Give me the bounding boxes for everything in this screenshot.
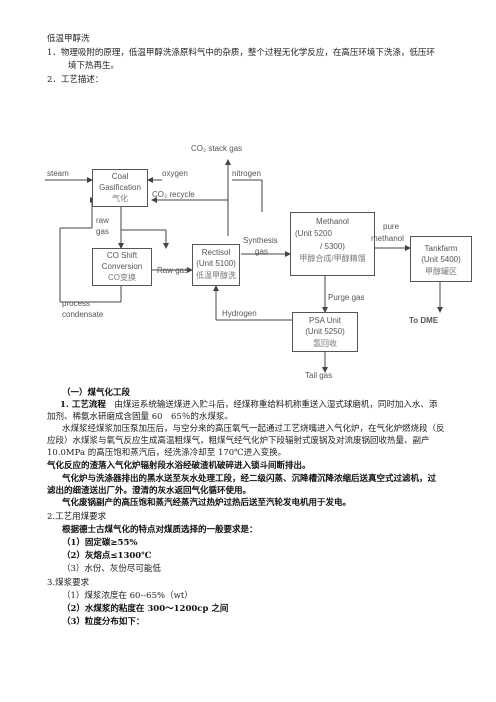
item-1-line-1: 1．物理吸附的原理，低温甲醇洗涤原料气中的杂质，整个过程无化学反应，在高压环境下…: [47, 48, 435, 58]
co-shift-label-3: CO变换: [108, 273, 136, 282]
paragraph-1-line-1: 1. 工艺流程 由煤运系统输送煤进入贮斗后，经煤称重给料机称重送入湿式球磨机，同…: [60, 400, 437, 411]
item-1-line-2: 境下热再生。: [68, 61, 120, 71]
paragraph-4-line-2: 滤出的细渣送出厂外。澄清的灰水返回气化循环使用。: [47, 486, 252, 496]
methanol-label-3: / 5300): [320, 242, 345, 251]
paragraph-1-text: 由煤运系统输送煤进入贮斗后，经煤称重给料机称重送入湿式球磨机，同时加入水、添: [105, 400, 438, 410]
gasification-label-1: Coal: [111, 172, 129, 181]
item-2: 2．工艺描述：: [47, 75, 104, 85]
tankfarm-label-2: (Unit 5400): [421, 255, 461, 264]
pure-methanol-label-2: methanol: [371, 234, 404, 243]
methanol-label-2: (Unit 5200: [295, 229, 332, 238]
methanol-label-4: 甲醇合成/甲醇精馏: [299, 254, 366, 263]
methanol-label-1: Methanol: [316, 217, 349, 226]
page-title: 低温甲醇洗: [47, 34, 90, 44]
co-shift-label-1: CO Shift: [106, 251, 138, 260]
psa-label-1: PSA Unit: [308, 316, 341, 325]
purge-gas-label: Purge gas: [328, 293, 365, 302]
paragraph-1-line-2: 加剂、稀氨水研磨成含固量 60 65％的水煤浆。: [47, 412, 233, 422]
section-3-title: 3.煤浆要求: [47, 578, 90, 588]
psa-label-3: 氢回收: [313, 339, 337, 348]
coal-gasification-box: Coal Gasification 气化: [92, 169, 148, 207]
section-title: （一）煤气化工段: [62, 388, 131, 398]
section-2-item-3: （3）水份、灰份尽可能低: [62, 564, 161, 574]
co2-stack-gas-label: CO₂ stack gas: [191, 144, 243, 153]
paragraph-2-line-2: 应段）水煤浆与氧气反应生成高温粗煤气，粗煤气经气化炉下段辐射式废锅及对流废锅回收…: [47, 436, 430, 446]
paragraph-5: 气化废锅副产的高压饱和蒸汽经蒸汽过热炉过热后送至汽轮发电机用于发电。: [62, 498, 352, 508]
raw-gas-label-1: raw: [96, 216, 109, 225]
synthesis-gas-label-1: Synthesis: [243, 236, 278, 245]
section-3-item-2: （2）水煤浆的粘度在 300～1200cp 之间: [62, 604, 229, 614]
steam-label: steam: [47, 169, 69, 178]
rectisol-box: Rectisol (Unit 5100) 低温甲醇洗: [192, 244, 240, 286]
paragraph-4-line-1: 气化炉与洗涤器排出的黑水送至灰水处理工段，经二级闪蒸、沉降槽沉降浓缩后送真空式过…: [62, 474, 437, 484]
section-3-item-1: （1）煤浆浓度在 60--65%（wt）: [62, 591, 193, 601]
section-2-title: 2.工艺用煤要求: [47, 512, 107, 522]
section-3-item-3: （3）粒度分布如下：: [62, 617, 145, 627]
gasification-label-2: Gasification: [99, 183, 141, 192]
process-flow-heading: 1. 工艺流程: [60, 400, 106, 410]
tankfarm-label-1: Tankfarm: [424, 244, 458, 253]
section-2-intro: 根据德士古煤气化的特点对煤质选择的一般要求是：: [62, 525, 258, 535]
rectisol-label-1: Rectisol: [201, 248, 231, 257]
paragraph-2-line-3: 10.0MPa 的高压饱和蒸汽后，经洗涤冷却至 170℃进入变换。: [47, 448, 287, 458]
process-condensate-label-2: condensate: [62, 310, 104, 319]
co2-recycle-label: CO₂ recycle: [152, 190, 195, 199]
raw-gas-mid-label: Raw gas: [157, 266, 189, 275]
section-2-item-2: （2）灰熔点≤1300℃: [62, 551, 152, 561]
hydrogen-label: Hydrogen: [222, 309, 257, 318]
synthesis-gas-label-2: gas: [255, 247, 268, 256]
psa-unit-box: PSA Unit (Unit 5250) 氢回收: [292, 312, 358, 352]
tankfarm-box: Tankfarm (Unit 5400) 甲醇罐区: [410, 236, 472, 282]
to-dme-label: To DME: [409, 316, 439, 325]
gasification-label-3: 气化: [112, 194, 128, 203]
section-2-item-1: （1）固定碳≥55%: [62, 538, 138, 548]
process-condensate-label-1: process: [62, 299, 91, 308]
tankfarm-label-3: 甲醇罐区: [425, 267, 457, 276]
co-shift-box: CO Shift Conversion CO变换: [92, 248, 152, 286]
co-shift-label-2: Conversion: [101, 262, 143, 271]
rectisol-label-2: (Unit 5100): [196, 259, 236, 268]
nitrogen-label: nitrogen: [232, 169, 261, 178]
raw-gas-label-2: gas: [96, 227, 109, 236]
pure-methanol-label-1: pure: [383, 222, 400, 231]
oxygen-label: oxygen: [162, 169, 188, 178]
paragraph-2-line-1: 水煤浆经煤浆加压泵加压后，与空分来的高压氧气一起通过工艺烧嘴进入气化炉，在气化炉…: [62, 424, 445, 434]
tail-gas-label: Tail gas: [305, 371, 333, 380]
rectisol-label-3: 低温甲醇洗: [196, 271, 236, 280]
methanol-box: Methanol (Unit 5200 / 5300) 甲醇合成/甲醇精馏: [290, 212, 375, 276]
psa-label-2: (Unit 5250): [305, 327, 345, 336]
paragraph-3: 气化反应的渣落入气化炉辐射段水浴经破渣机破碎进入锁斗间断排出。: [47, 461, 311, 471]
